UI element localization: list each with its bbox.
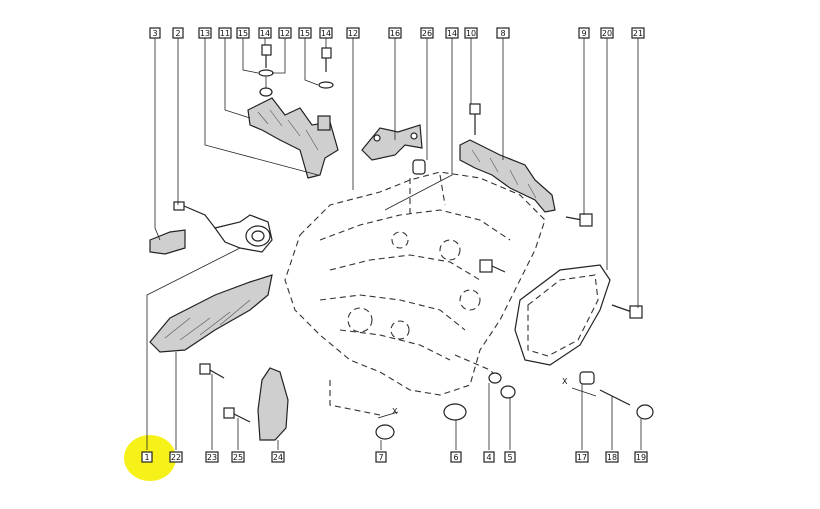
svg-text:13: 13: [200, 29, 210, 38]
heat-shield: [257, 367, 289, 441]
callout: 24: [271, 451, 285, 463]
bush-part: [412, 159, 426, 175]
bush-seventeen: [579, 371, 595, 385]
svg-text:18: 18: [607, 453, 617, 462]
callout: 14: [445, 27, 459, 39]
nut-nineteen: [636, 404, 654, 420]
callout: 7: [375, 451, 387, 463]
bolt-ten: [469, 103, 481, 135]
callout: 11: [218, 27, 232, 39]
callout: 17: [575, 451, 589, 463]
callout: 18: [605, 451, 619, 463]
callout: 6: [450, 451, 462, 463]
bolt-center-left: [479, 259, 506, 273]
dimension-mark-x-right: X: [562, 377, 597, 397]
callouts-top: 3 2 13 11 15 14 12 15 14 12 16 26 14 8 1…: [149, 27, 645, 39]
support-bracket: [361, 124, 423, 161]
callout: 14: [319, 27, 333, 39]
bolt-stack-left: [258, 44, 274, 97]
callout: 16: [388, 27, 402, 39]
plug-five: [500, 385, 516, 399]
bolt-twentythree: [199, 363, 225, 379]
bushing-seven: [375, 424, 395, 440]
shift-fork-bracket: [247, 97, 339, 179]
callout: 10: [464, 27, 478, 39]
callout: 1: [141, 451, 153, 463]
bolt-nine: [565, 213, 593, 227]
washer-four: [488, 372, 502, 384]
callout: 9: [578, 27, 590, 39]
svg-text:5: 5: [507, 453, 512, 462]
bolt-stack-right: [317, 47, 334, 131]
callout: 5: [504, 451, 516, 463]
callout: 2: [172, 27, 184, 39]
callouts-bottom: 1 22 23 25 24 7 6 4 5 17 18 19: [141, 451, 648, 463]
callout: 15: [298, 27, 312, 39]
svg-text:26: 26: [422, 29, 432, 38]
callout: 4: [483, 451, 495, 463]
svg-text:20: 20: [602, 29, 612, 38]
clutch-slave-cylinder: [149, 201, 273, 255]
svg-text:14: 14: [447, 29, 457, 38]
callout: 20: [600, 27, 614, 39]
svg-text:14: 14: [260, 29, 270, 38]
svg-text:3: 3: [152, 29, 157, 38]
callout: 19: [634, 451, 648, 463]
svg-text:6: 6: [453, 453, 458, 462]
plug-six: [443, 403, 467, 421]
svg-text:23: 23: [207, 453, 217, 462]
svg-text:21: 21: [633, 29, 643, 38]
svg-text:15: 15: [300, 29, 310, 38]
bolt-twentyone: [611, 304, 643, 319]
svg-text:9: 9: [581, 29, 586, 38]
svg-text:1: 1: [144, 453, 149, 462]
svg-text:2: 2: [175, 29, 180, 38]
callout: 13: [198, 27, 212, 39]
svg-text:10: 10: [466, 29, 476, 38]
gearbox-housing: [284, 171, 546, 416]
svg-text:11: 11: [220, 29, 230, 38]
callout: 12: [278, 27, 292, 39]
svg-text:16: 16: [390, 29, 400, 38]
svg-text:8: 8: [500, 29, 505, 38]
callout: 3: [149, 27, 161, 39]
svg-text:22: 22: [171, 453, 181, 462]
callout: 26: [420, 27, 434, 39]
dimension-mark-x-left: X: [377, 407, 399, 419]
callout: 14: [258, 27, 272, 39]
svg-text:15: 15: [238, 29, 248, 38]
svg-text:12: 12: [348, 29, 358, 38]
dimension-x-label: X: [562, 377, 568, 386]
bolt-twentyfive: [223, 407, 251, 423]
dimension-x-label: X: [392, 407, 398, 416]
housing-gasket: [514, 264, 611, 366]
svg-text:17: 17: [577, 453, 587, 462]
svg-text:24: 24: [273, 453, 283, 462]
svg-text:4: 4: [486, 453, 491, 462]
callout: 15: [236, 27, 250, 39]
stud-eighteen: [599, 389, 631, 406]
leader-lines: [146, 38, 642, 450]
dust-cover-plate: [149, 274, 273, 353]
svg-text:19: 19: [636, 453, 646, 462]
svg-text:14: 14: [321, 29, 331, 38]
svg-text:25: 25: [233, 453, 243, 462]
callout: 25: [231, 451, 245, 463]
svg-text:7: 7: [378, 453, 383, 462]
callout: 21: [631, 27, 645, 39]
callout: 8: [496, 27, 510, 39]
gear-lever-plate: [459, 139, 556, 213]
callout: 22: [169, 451, 183, 463]
callout: 12: [346, 27, 360, 39]
svg-text:12: 12: [280, 29, 290, 38]
callout: 23: [205, 451, 219, 463]
